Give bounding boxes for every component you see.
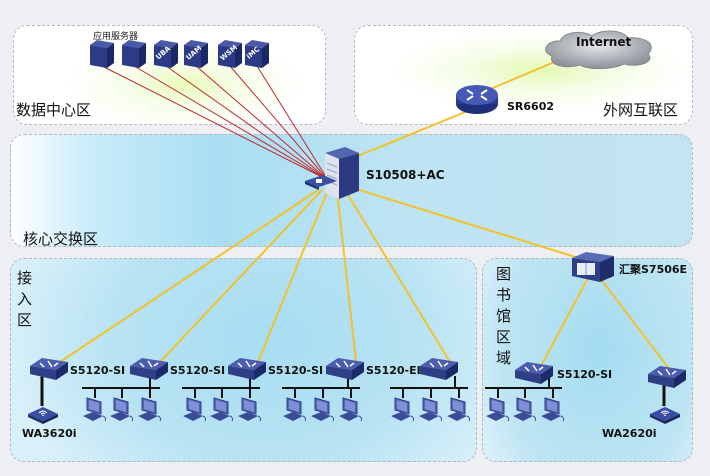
ap-left-label: WA3620i — [22, 427, 77, 440]
server-icon[interactable]: UBA — [154, 40, 178, 73]
access-switch-icon[interactable] — [515, 362, 553, 391]
uplink-access — [257, 189, 329, 363]
app-servers-caption: 应用服务器 — [93, 32, 139, 42]
pc-icon[interactable] — [541, 396, 567, 427]
pc-icon[interactable] — [447, 396, 473, 427]
uplink-router — [352, 109, 471, 159]
core-switch-icon[interactable] — [303, 147, 363, 199]
pc-icon[interactable] — [391, 396, 417, 427]
aggregation-switch-label: 汇聚S7506E — [619, 263, 688, 276]
pc-icon[interactable] — [83, 396, 109, 427]
ap-right-label: WA2620i — [602, 427, 657, 440]
pc-icon[interactable] — [183, 396, 209, 427]
access-switch-label: S5120-SI — [170, 364, 226, 377]
core-switch-label: S10508+AC — [366, 168, 445, 182]
pc-icon[interactable] — [513, 396, 539, 427]
server-link — [101, 65, 329, 181]
uplink-access — [59, 189, 319, 363]
access-switch-label: S5120-SI — [557, 368, 613, 381]
router-label: SR6602 — [507, 100, 555, 113]
internet-label: Internet — [576, 35, 632, 49]
server-icon[interactable]: WSM — [218, 40, 242, 73]
server-icon[interactable]: UAM — [184, 40, 208, 73]
server-links — [101, 65, 329, 181]
zone-label-library: 图书馆区域 — [496, 265, 512, 367]
access-switch-label: S5120-EI — [366, 364, 421, 377]
server-link — [195, 65, 329, 181]
access-switch-icon[interactable] — [326, 358, 364, 387]
zone-label-core: 核心交换区 — [23, 230, 99, 248]
access-switch-icon[interactable] — [228, 358, 266, 387]
router-icon[interactable] — [454, 82, 500, 116]
access-switch-label: S5120-SI — [70, 364, 126, 377]
uplink-aggregation — [352, 187, 586, 261]
uplink-library-access — [540, 277, 589, 367]
zone-label-internet: 外网互联区 — [603, 101, 679, 119]
pc-icon[interactable] — [419, 396, 445, 427]
pc-icon[interactable] — [311, 396, 337, 427]
access-switch-label: S5120-SI — [268, 364, 324, 377]
server-link — [229, 65, 329, 181]
zone-label-data-center: 数据中心区 — [16, 101, 92, 119]
pc-icon[interactable] — [283, 396, 309, 427]
pc-icon[interactable] — [110, 396, 136, 427]
uplink-library-ap — [599, 277, 671, 371]
server-link — [165, 65, 329, 181]
server-link — [133, 65, 329, 181]
access-switch-icon[interactable] — [30, 358, 68, 387]
server-icon[interactable] — [122, 40, 146, 73]
pc-icon[interactable] — [486, 396, 512, 427]
pc-icon[interactable] — [339, 396, 365, 427]
aggregation-switch-icon[interactable] — [572, 252, 614, 282]
access-point-icon[interactable] — [650, 404, 680, 429]
zone-label-access: 接入区 — [17, 269, 33, 329]
pc-icon[interactable] — [138, 396, 164, 427]
pc-icon[interactable] — [238, 396, 264, 427]
server-link — [256, 65, 329, 181]
uplink-access — [344, 189, 451, 363]
uplinks — [59, 51, 671, 371]
internet-cloud-icon — [545, 30, 652, 70]
uplink-access — [159, 189, 323, 363]
access-switch-icon[interactable] — [130, 358, 168, 387]
zone-library — [482, 258, 693, 462]
server-icon[interactable]: iMC — [245, 40, 269, 73]
access-point-icon[interactable] — [28, 404, 58, 429]
access-switch-icon[interactable] — [648, 366, 686, 395]
access-switch-icon[interactable] — [420, 358, 458, 387]
uplink-access — [336, 189, 357, 363]
pc-icon[interactable] — [210, 396, 236, 427]
server-icon[interactable] — [90, 40, 114, 73]
